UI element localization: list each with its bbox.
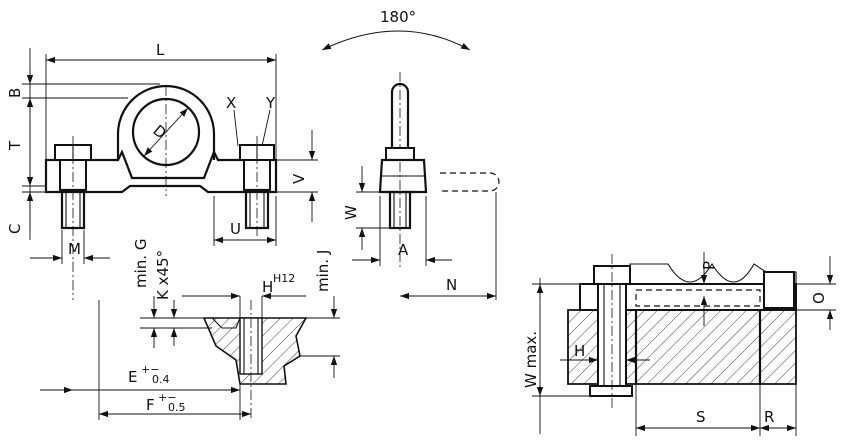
label-min-J: min. J (314, 250, 332, 292)
label-F-tol-sign: +− (158, 391, 176, 404)
label-E-tol: 0.4 (152, 373, 170, 386)
label-L: L (156, 41, 165, 59)
label-H-assembly: H (574, 342, 585, 360)
label-B: B (6, 88, 24, 98)
label-min-G: min. G (132, 239, 150, 288)
label-Y: Y (265, 94, 276, 112)
tapped-hole-section (40, 292, 340, 420)
label-R: R (764, 408, 774, 426)
label-D: D (149, 121, 169, 142)
label-rotation: 180° (380, 8, 416, 26)
front-view (22, 48, 318, 300)
label-M: M (68, 240, 81, 258)
side-view (321, 30, 500, 300)
label-U: U (230, 220, 241, 238)
label-T: T (6, 140, 24, 151)
label-E-tol-sign: +− (141, 363, 159, 376)
label-V: V (290, 173, 308, 184)
label-K-x45: K x45° (154, 250, 172, 300)
label-P: P (700, 261, 718, 270)
label-A: A (398, 241, 409, 259)
label-F: F (146, 396, 155, 414)
label-O: O (810, 292, 828, 304)
label-F-tol: 0.5 (168, 401, 186, 414)
label-H-H12: H (262, 278, 273, 296)
label-E: E (128, 368, 137, 386)
label-H12-sup: H12 (273, 272, 295, 285)
label-X: X (226, 94, 236, 112)
label-C: C (6, 224, 24, 234)
assembly-section (532, 252, 836, 436)
label-N: N (446, 276, 457, 294)
label-S: S (696, 408, 706, 426)
label-W: W (342, 205, 360, 220)
label-W-max: W max. (522, 331, 540, 388)
